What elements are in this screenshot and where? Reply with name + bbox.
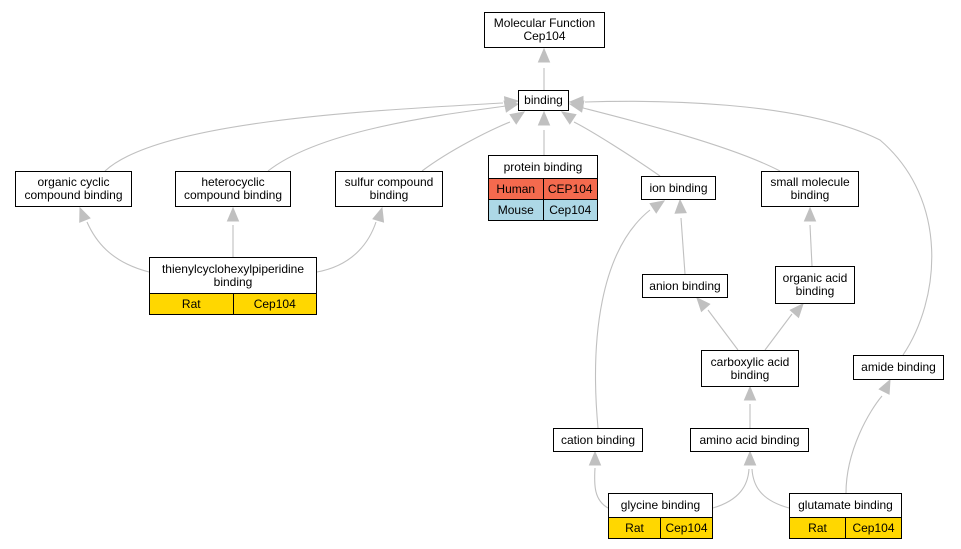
node-small-molecule-binding[interactable]: small molecule binding (761, 171, 859, 207)
edge-protein-to-binding-arrowhead (537, 110, 551, 126)
gene-cell: Cep104 (232, 294, 316, 314)
edge-glutamate-to-amino-acid (751, 468, 790, 509)
node-label: glutamate binding (790, 494, 901, 518)
edge-sulfur-to-binding-arrowhead (509, 111, 526, 125)
edge-carboxylic-to-anion (707, 309, 739, 351)
node-glycine-binding[interactable]: glycine binding Rat Cep104 (608, 493, 713, 539)
edge-thienyl-to-sulfur-arrowhead (372, 206, 385, 223)
edge-glycine-to-amino-acid (712, 468, 750, 509)
node-label: binding (524, 93, 563, 107)
edge-thienyl-to-sulfur (316, 221, 377, 273)
edge-carboxylic-to-organic-acid-arrowhead (789, 303, 804, 319)
species-cell: Rat (790, 518, 845, 538)
edge-glycine-to-cation (594, 467, 609, 509)
edge-glutamate-to-amide (845, 395, 883, 494)
node-label: carboxylic acid binding (710, 354, 790, 382)
edge-anion-to-ion-arrowhead (674, 198, 687, 214)
node-organic-acid-binding[interactable]: organic acid binding (775, 266, 855, 304)
node-label: ion binding (649, 180, 708, 195)
node-label: heterocyclic compound binding (183, 175, 283, 202)
edge-sulfur-to-binding (421, 121, 511, 172)
node-anion-binding[interactable]: anion binding (642, 274, 728, 298)
node-heterocyclic-compound-binding[interactable]: heterocyclic compound binding (175, 171, 291, 207)
edge-thienyl-to-heterocyclic-arrowhead (226, 206, 240, 222)
edge-small-molecule-to-binding (582, 107, 781, 172)
edge-cation-to-ion (594, 209, 651, 429)
edge-amide-to-binding (584, 100, 933, 356)
species-cell: Human (489, 179, 543, 199)
species-row-rat: Rat Cep104 (790, 518, 901, 538)
node-label: small molecule binding (770, 175, 850, 202)
node-label: organic cyclic compound binding (24, 175, 123, 202)
node-label: amino acid binding (699, 432, 800, 447)
edge-thienyl-to-organic-cyclic-arrowhead (79, 206, 91, 223)
node-label: sulfur compound binding (344, 175, 434, 202)
node-label: thienylcyclohexylpiperidine binding (150, 258, 316, 294)
edge-organic-acid-to-small-molecule (809, 224, 813, 267)
species-cell: Mouse (489, 200, 543, 220)
edge-amino-acid-to-carboxylic-arrowhead (743, 385, 757, 401)
edge-glutamate-to-amide-arrowhead (878, 378, 891, 395)
species-row-human: Human CEP104 (489, 179, 597, 199)
node-label: glycine binding (609, 494, 712, 518)
edge-glutamate-to-amino-acid-arrowhead (743, 450, 757, 466)
edge-ion-to-binding (573, 121, 661, 177)
edge-organic-cyclic-to-binding (104, 102, 504, 172)
node-amino-acid-binding[interactable]: amino acid binding (690, 428, 809, 452)
node-label: Molecular Function Cep104 (493, 16, 596, 43)
node-label: amide binding (861, 360, 936, 374)
edge-organic-acid-to-small-molecule-arrowhead (803, 206, 817, 222)
node-binding[interactable]: binding (518, 90, 569, 111)
node-glutamate-binding[interactable]: glutamate binding Rat Cep104 (789, 493, 902, 539)
gene-cell: Cep104 (660, 518, 712, 538)
edge-amide-to-binding-arrowhead (568, 95, 584, 109)
node-amide-binding[interactable]: amide binding (853, 355, 944, 380)
node-thienylcyclohexylpiperidine-binding[interactable]: thienylcyclohexylpiperidine binding Rat … (149, 257, 317, 315)
node-carboxylic-acid-binding[interactable]: carboxylic acid binding (701, 350, 799, 387)
gene-cell: Cep104 (542, 200, 597, 220)
edge-carboxylic-to-organic-acid (764, 313, 793, 351)
node-sulfur-compound-binding[interactable]: sulfur compound binding (335, 171, 443, 207)
node-molecular-function[interactable]: Molecular Function Cep104 (484, 12, 605, 48)
edge-thienyl-to-organic-cyclic (86, 221, 150, 273)
node-label: protein binding (489, 156, 597, 179)
species-row-rat: Rat Cep104 (609, 518, 712, 538)
edge-cation-to-ion-arrowhead (649, 200, 666, 214)
edge-carboxylic-to-anion-arrowhead (696, 297, 711, 313)
edge-glycine-to-cation-arrowhead (588, 450, 602, 466)
node-ion-binding[interactable]: ion binding (641, 176, 716, 200)
node-label: cation binding (560, 432, 636, 447)
edge-binding-to-mf-arrowhead (537, 47, 551, 63)
node-organic-cyclic-compound-binding[interactable]: organic cyclic compound binding (15, 171, 132, 207)
node-protein-binding[interactable]: protein binding Human CEP104 Mouse Cep10… (488, 155, 598, 221)
node-cation-binding[interactable]: cation binding (553, 428, 643, 452)
node-label: organic acid binding (782, 271, 848, 298)
species-row-rat: Rat Cep104 (150, 294, 316, 314)
species-cell: Rat (150, 294, 233, 314)
edge-heterocyclic-to-binding (267, 105, 507, 172)
edge-ion-to-binding-arrowhead (560, 111, 577, 125)
edge-anion-to-ion (680, 217, 686, 275)
gene-cell: Cep104 (845, 518, 901, 538)
node-label: anion binding (649, 278, 721, 293)
gene-cell: CEP104 (542, 179, 597, 199)
species-row-mouse: Mouse Cep104 (489, 199, 597, 220)
edge-heterocyclic-to-binding-arrowhead (503, 100, 520, 113)
species-cell: Rat (609, 518, 660, 538)
